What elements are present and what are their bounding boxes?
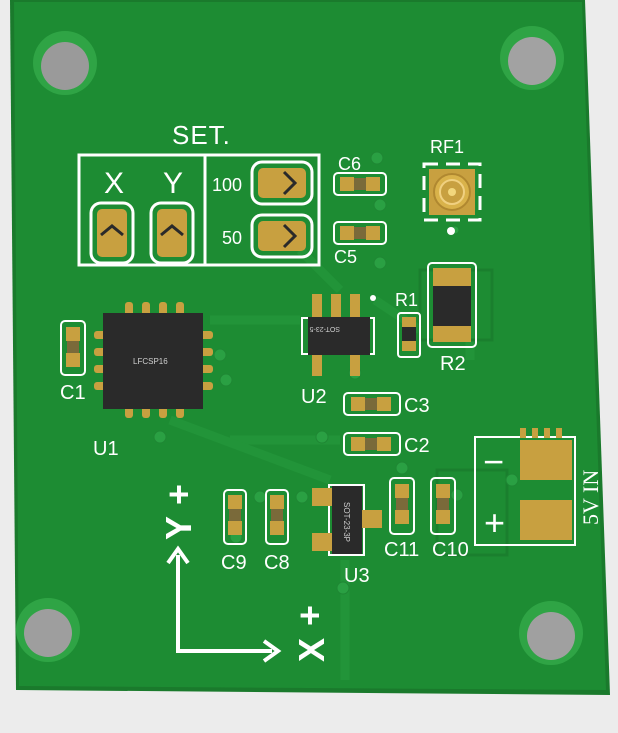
u1-marking: LFCSP16: [133, 357, 168, 366]
c8-label: C8: [264, 552, 290, 574]
set-jumper-block: SET. X Y 100 50: [77, 120, 321, 267]
power-input-5v: − + 5V IN: [474, 428, 603, 546]
power-plus-symbol: +: [484, 502, 505, 543]
resistor-r2: R2: [427, 262, 477, 375]
ic-u1: LFCSP16 U1: [93, 302, 213, 460]
u1-label: U1: [93, 438, 119, 460]
resistor-r1: R1: [395, 290, 421, 358]
capacitor-c2: C2: [343, 432, 430, 457]
c5-label: C5: [334, 247, 357, 267]
x-axis-plus: +: [289, 605, 330, 626]
u3-marking: SOT-23-3P: [342, 502, 351, 542]
y-axis-label: Y: [158, 516, 199, 540]
y-axis-plus: +: [158, 484, 199, 505]
capacitor-c3: C3: [343, 392, 430, 417]
capacitor-c10: C10: [430, 477, 469, 561]
capacitor-c1: C1: [60, 320, 86, 404]
capacitor-c8: C8: [264, 489, 290, 574]
c3-label: C3: [404, 395, 430, 417]
rf1-label: RF1: [430, 137, 464, 157]
c9-label: C9: [221, 552, 247, 574]
capacitor-c9: C9: [221, 489, 247, 574]
u2-label: U2: [301, 386, 327, 408]
jumper-x: [89, 201, 135, 265]
c11-label: C11: [384, 539, 419, 561]
capacitor-c5: C5: [333, 221, 387, 267]
capacitor-c11: C11: [384, 477, 419, 561]
jumper-50: [250, 213, 314, 259]
x-axis-select-label: X: [104, 167, 124, 200]
y-axis-select-label: Y: [163, 167, 183, 200]
ic-u2: SOT-23-5 U2: [301, 294, 376, 408]
c10-label: C10: [432, 539, 469, 561]
rf-connector-rf1: RF1: [422, 137, 482, 235]
u2-marking: SOT-23-5: [310, 325, 340, 332]
option-100-label: 100: [212, 175, 242, 195]
option-50-label: 50: [222, 228, 242, 248]
x-axis-label: X: [291, 638, 332, 662]
mounting-holes: [16, 26, 583, 665]
axis-indicator: Y + X +: [158, 484, 332, 663]
c1-label: C1: [60, 382, 86, 404]
u3-label: U3: [344, 565, 370, 587]
capacitor-c6: C6: [333, 154, 387, 196]
r1-label: R1: [395, 290, 418, 310]
r2-label: R2: [440, 353, 466, 375]
ic-u3: SOT-23-3P U3: [312, 484, 382, 587]
power-input-label: 5V IN: [578, 470, 603, 525]
set-title: SET.: [172, 120, 231, 150]
c6-label: C6: [338, 154, 361, 174]
c2-label: C2: [404, 435, 430, 457]
jumper-100: [250, 160, 314, 206]
jumper-y: [149, 201, 195, 265]
power-minus-symbol: −: [483, 441, 504, 482]
